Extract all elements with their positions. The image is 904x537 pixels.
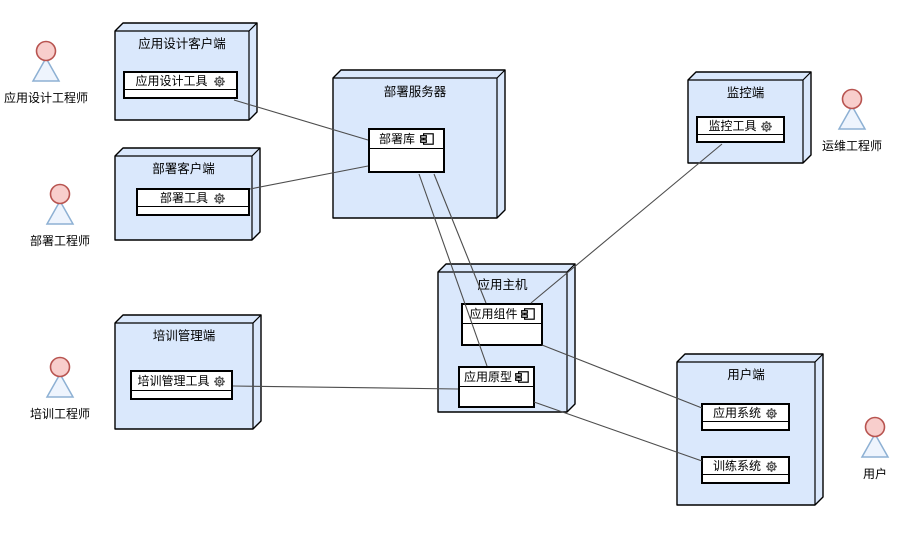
- actor-figure-icon: [45, 356, 75, 398]
- component-footer: [126, 90, 235, 97]
- component-label: 应用系统: [712, 406, 761, 420]
- node-title-deploy-server: 部署服务器: [383, 84, 447, 99]
- gear-icon: [213, 375, 226, 388]
- actor-ops-engineer[interactable]: 运维工程师: [802, 86, 902, 154]
- actor-app-design-engineer[interactable]: 应用设计工程师: [0, 38, 96, 106]
- component-footer: [139, 207, 247, 214]
- component-label: 培训管理工具: [137, 374, 210, 388]
- actor-label: 培训工程师: [29, 407, 90, 421]
- component-footer: [461, 387, 532, 406]
- node-title-app-design-client: 应用设计客户端: [138, 36, 226, 51]
- actor-label: 应用设计工程师: [3, 91, 88, 105]
- node-title-user-terminal: 用户端: [727, 367, 765, 382]
- component-footer: [704, 475, 787, 482]
- actor-deploy-engineer[interactable]: 部署工程师: [10, 181, 110, 249]
- actor-user[interactable]: 用户: [825, 414, 904, 482]
- component-label: 应用组件: [469, 307, 518, 321]
- gear-icon: [765, 460, 778, 473]
- component-label: 部署工具: [159, 191, 208, 205]
- component-deploy-tool[interactable]: 部署工具: [136, 188, 250, 216]
- component-label: 应用设计工具: [135, 74, 208, 88]
- component-label: 训练系统: [712, 459, 761, 473]
- node-title-app-host: 应用主机: [477, 277, 528, 292]
- component-app-component[interactable]: 应用组件: [461, 303, 543, 346]
- component-app-system[interactable]: 应用系统: [701, 403, 790, 431]
- component-footer: [371, 149, 442, 171]
- component-label: 部署库: [378, 132, 415, 146]
- component-footer: [133, 391, 230, 398]
- component-footer: [704, 422, 787, 429]
- actor-figure-icon: [860, 416, 890, 458]
- component-icon: [520, 308, 535, 320]
- component-label: 应用原型: [463, 370, 512, 384]
- component-deploy-repo[interactable]: 部署库: [368, 128, 445, 173]
- component-icon: [515, 371, 529, 383]
- component-label: 监控工具: [708, 119, 757, 133]
- gear-icon: [765, 407, 778, 420]
- actor-training-engineer[interactable]: 培训工程师: [10, 354, 110, 422]
- component-footer: [699, 135, 782, 141]
- gear-icon: [213, 75, 226, 88]
- actor-label: 用户: [862, 467, 887, 481]
- component-training-mgmt-tool[interactable]: 培训管理工具: [130, 370, 233, 400]
- gear-icon: [213, 192, 226, 205]
- node-title-monitor: 监控端: [726, 85, 765, 100]
- node-title-training-mgmt: 培训管理端: [152, 328, 216, 343]
- component-app-design-tool[interactable]: 应用设计工具: [123, 71, 238, 99]
- component-monitor-tool[interactable]: 监控工具: [696, 116, 785, 143]
- component-footer: [464, 324, 540, 344]
- component-icon: [420, 133, 434, 145]
- actor-figure-icon: [45, 183, 75, 225]
- actor-figure-icon: [31, 40, 61, 82]
- node-title-deploy-client: 部署客户端: [152, 161, 215, 176]
- gear-icon: [760, 120, 773, 133]
- actor-label: 运维工程师: [821, 139, 882, 153]
- actor-figure-icon: [837, 88, 867, 130]
- actor-label: 部署工程师: [29, 234, 90, 248]
- component-app-prototype[interactable]: 应用原型: [458, 366, 535, 408]
- component-training-system[interactable]: 训练系统: [701, 456, 790, 484]
